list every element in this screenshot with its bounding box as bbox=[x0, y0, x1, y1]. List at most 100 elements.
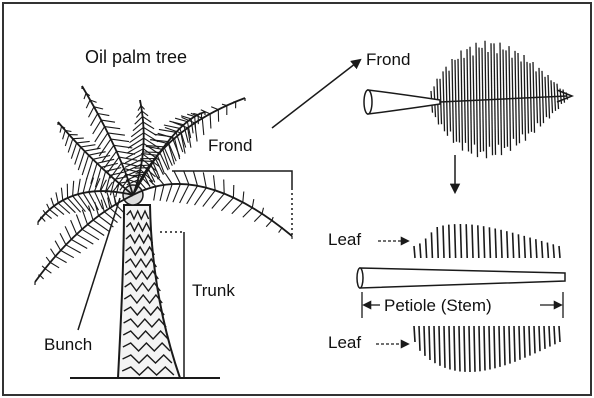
leaf-strip bbox=[484, 326, 485, 371]
frond-leaflet bbox=[50, 210, 58, 217]
leaf-strip bbox=[472, 225, 473, 258]
frond-leaflet bbox=[101, 163, 118, 167]
frond-leaflet bbox=[71, 220, 77, 234]
leaf-strip bbox=[479, 326, 480, 371]
frond-leaflet bbox=[243, 192, 244, 203]
leaf-strip bbox=[429, 326, 430, 360]
frond-leaflet bbox=[55, 241, 61, 251]
frond-leaflet bbox=[110, 172, 124, 175]
leaf-label-top: Leaf bbox=[328, 230, 361, 249]
frond-leaflet bbox=[75, 147, 81, 165]
frond-leaflet bbox=[76, 215, 82, 230]
frond-leaflet bbox=[55, 256, 66, 262]
leaf-strip bbox=[539, 326, 540, 351]
frond-leaflet bbox=[46, 257, 50, 262]
leaf-strip bbox=[534, 326, 535, 353]
frond-leaflet bbox=[63, 130, 66, 139]
frond-leaflet bbox=[203, 172, 206, 187]
frond-link-arrow bbox=[272, 60, 360, 128]
leaf-strip bbox=[524, 326, 525, 358]
frond-leaflet bbox=[136, 111, 142, 118]
frond-rachis-line bbox=[133, 184, 292, 236]
frond-leaflet bbox=[184, 170, 189, 184]
frond-leaflet bbox=[81, 145, 96, 147]
frond-leaflet bbox=[89, 107, 95, 117]
leaf-strip bbox=[501, 230, 502, 258]
frond-leaflet bbox=[254, 214, 262, 222]
frond-leaflet bbox=[108, 133, 125, 135]
leaf-strip bbox=[455, 224, 456, 258]
frond-leaflet bbox=[154, 186, 156, 200]
leaf-strip bbox=[420, 243, 421, 258]
frond-leaflet bbox=[243, 208, 253, 218]
frond-leaflet bbox=[84, 93, 86, 99]
leaf-strip bbox=[513, 233, 514, 258]
frond-leaflet bbox=[272, 217, 273, 220]
frond-leaflet bbox=[127, 144, 144, 154]
leaf-strip bbox=[478, 225, 479, 258]
frond-leaflet bbox=[128, 138, 144, 148]
frond-leaflet bbox=[117, 151, 136, 154]
frond-leaflet bbox=[210, 114, 211, 129]
frond-leaflet bbox=[144, 144, 160, 155]
frond-leaflet bbox=[85, 148, 101, 151]
frond-leaflet bbox=[214, 175, 216, 190]
frond-leaflet bbox=[131, 127, 143, 136]
leaf-strip bbox=[504, 326, 505, 365]
frond-leaflet bbox=[93, 156, 110, 160]
leaf-strip bbox=[495, 229, 496, 259]
leaf-strip bbox=[524, 236, 525, 258]
frond-leaflet bbox=[222, 104, 227, 105]
frond-leaflet bbox=[252, 199, 254, 208]
leaf-strip bbox=[554, 326, 555, 344]
leaf-strip bbox=[426, 239, 427, 259]
leaf-strip bbox=[494, 326, 495, 368]
frond-leaflet bbox=[63, 200, 76, 212]
frond-leaflet bbox=[83, 193, 94, 211]
frond-leaflet bbox=[83, 178, 87, 193]
leaf-strip bbox=[414, 246, 415, 258]
frond-leaflet bbox=[114, 196, 116, 204]
frond-leaflet bbox=[42, 218, 46, 222]
frond-leaflet bbox=[97, 159, 114, 163]
frond-leaflet bbox=[77, 234, 94, 244]
frond-leaflet bbox=[165, 173, 172, 184]
frond-leaflet bbox=[202, 118, 204, 135]
frond-leaflet bbox=[166, 184, 172, 201]
frond-leaflet bbox=[157, 176, 164, 185]
leaf-strip bbox=[530, 238, 531, 258]
leaf-strip bbox=[464, 326, 465, 372]
frond-leaflet bbox=[46, 213, 52, 218]
petiole-stem bbox=[360, 268, 565, 288]
trunk-shape bbox=[118, 205, 180, 378]
leaf-strip bbox=[484, 226, 485, 258]
leaf-row-top bbox=[414, 224, 560, 258]
leaf-strip bbox=[466, 224, 467, 258]
leaf-strip bbox=[443, 226, 444, 259]
frond-leaflet bbox=[187, 186, 198, 204]
frond-leaflet bbox=[73, 181, 74, 196]
frond-leaflet bbox=[56, 192, 58, 203]
leaf-strip bbox=[559, 246, 560, 258]
leaf-strip bbox=[454, 326, 455, 371]
frond-leaflet bbox=[78, 151, 84, 170]
frond-leaflet bbox=[91, 163, 97, 184]
frond-leaflet bbox=[60, 126, 62, 132]
frond-label-left: Frond bbox=[208, 136, 252, 155]
leaf-strip bbox=[507, 231, 508, 258]
frond-leaflet bbox=[45, 269, 51, 274]
leaf-strip bbox=[519, 326, 520, 360]
leaf-strip bbox=[518, 234, 519, 258]
frond-leaflet bbox=[130, 133, 144, 143]
frond-leaflet bbox=[91, 114, 98, 126]
leaf-strip bbox=[474, 326, 475, 372]
leaf-strip bbox=[536, 239, 537, 258]
frond-leaflet bbox=[106, 168, 122, 172]
leaf-strip bbox=[553, 244, 554, 258]
bunch-pointer bbox=[78, 198, 120, 330]
leaf-strip bbox=[469, 326, 470, 372]
frond-leaflet bbox=[40, 275, 44, 279]
leaf-strip bbox=[489, 227, 490, 258]
frond-leaflet bbox=[203, 190, 215, 206]
